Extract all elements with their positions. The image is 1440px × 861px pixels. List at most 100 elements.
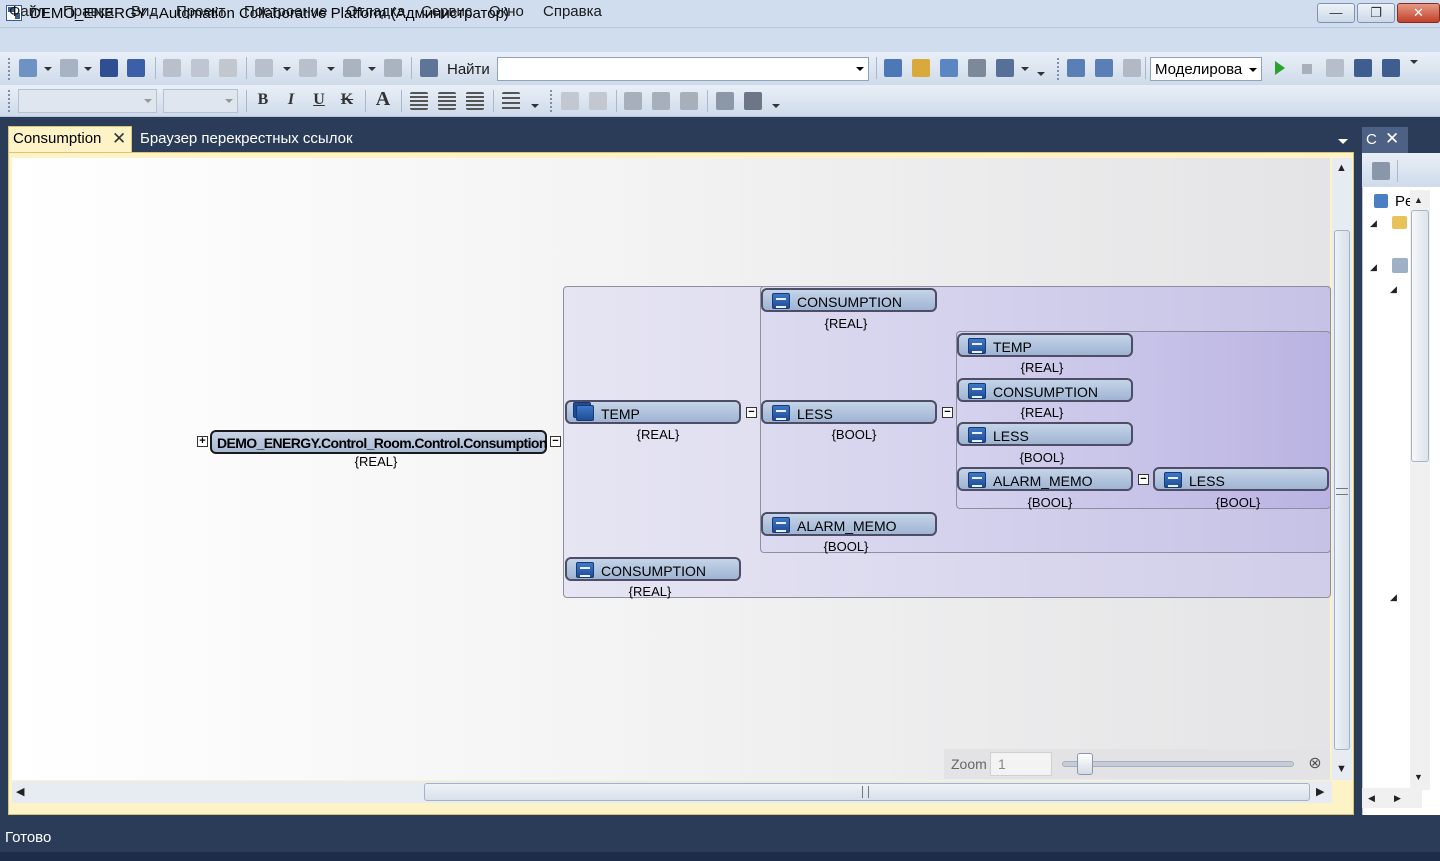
bullet-list-icon[interactable] xyxy=(502,92,520,110)
chevron-down-icon[interactable] xyxy=(856,67,864,71)
minimize-button[interactable]: — xyxy=(1317,3,1355,23)
menu-view[interactable]: Вид xyxy=(131,3,159,20)
windows-icon[interactable] xyxy=(996,59,1014,77)
toolbar-grip[interactable] xyxy=(8,90,11,112)
collapse-alarm-memo-toggle[interactable]: − xyxy=(1138,474,1149,485)
scroll-left-icon[interactable]: ◀ xyxy=(16,786,25,798)
font-name-select[interactable] xyxy=(18,89,157,113)
underline-button[interactable]: U xyxy=(313,91,325,108)
font-color-button[interactable]: A xyxy=(375,88,391,110)
connector-icon[interactable] xyxy=(744,92,762,110)
node-consumption[interactable]: CONSUMPTION xyxy=(957,378,1133,402)
menu-edit[interactable]: Правка xyxy=(63,3,114,20)
step-icon[interactable] xyxy=(1326,59,1344,77)
toolbar-grip[interactable] xyxy=(550,90,553,112)
stop-icon[interactable] xyxy=(1302,64,1312,74)
vertical-scrollbar-thumb[interactable] xyxy=(1334,230,1350,750)
side-panel-tab[interactable] xyxy=(1362,127,1408,153)
scroll-right-icon[interactable]: ▶ xyxy=(1394,793,1401,803)
menu-debug[interactable]: Отладка xyxy=(346,3,406,20)
strikethrough-button[interactable]: K xyxy=(340,91,354,108)
tree-expand-icon[interactable]: ◢ xyxy=(1370,218,1377,228)
maximize-button[interactable]: ❐ xyxy=(1357,3,1395,23)
bold-button[interactable]: B xyxy=(257,91,269,108)
node-less[interactable]: LESS xyxy=(761,400,937,424)
object-browser-icon[interactable] xyxy=(884,59,902,77)
scroll-up-icon[interactable]: ▲ xyxy=(1336,162,1347,174)
collapse-root-toggle[interactable]: − xyxy=(550,436,561,447)
schedule-icon[interactable] xyxy=(1095,59,1113,77)
chevron-down-icon[interactable] xyxy=(1249,68,1257,72)
zoom-input[interactable]: 1 xyxy=(990,752,1052,776)
zoom-slider-thumb[interactable] xyxy=(1077,753,1093,775)
toolbar-grip[interactable] xyxy=(8,58,11,80)
close-window-button[interactable]: ✕ xyxy=(1397,3,1440,23)
toolbar-grip[interactable] xyxy=(1057,58,1060,80)
horizontal-scrollbar-thumb[interactable] xyxy=(424,783,1310,801)
menu-window[interactable]: Окно xyxy=(489,3,524,20)
zoom-slider[interactable] xyxy=(1062,761,1294,767)
toolbar-overflow-icon[interactable] xyxy=(531,104,539,108)
layout-left-icon[interactable] xyxy=(652,92,670,110)
zoom-fit-icon[interactable]: ⊗ xyxy=(1308,755,1322,772)
tab-consumption[interactable] xyxy=(8,126,132,152)
scroll-left-icon[interactable]: ◀ xyxy=(1368,793,1375,803)
navigate-back-icon[interactable] xyxy=(343,59,361,77)
properties-icon[interactable] xyxy=(912,59,930,77)
align-right-icon[interactable] xyxy=(466,92,484,110)
align-left-icon[interactable] xyxy=(410,92,428,110)
node-temp[interactable]: TEMP xyxy=(565,400,741,424)
undo-icon[interactable] xyxy=(255,59,273,77)
collapse-less-toggle[interactable]: − xyxy=(942,407,953,418)
tree-expand-icon[interactable]: ◢ xyxy=(1390,284,1397,294)
chevron-down-icon[interactable] xyxy=(144,99,152,103)
root-node[interactable]: DEMO_ENERGY.Control_Room.Control.Consump… xyxy=(210,430,547,454)
toolbar-overflow-icon[interactable] xyxy=(772,104,780,108)
find-input[interactable] xyxy=(497,57,869,81)
side-panel-horizontal-scrollbar[interactable] xyxy=(1362,788,1422,808)
paste-icon[interactable] xyxy=(219,59,237,77)
tab-cross-reference-browser[interactable]: Браузер перекрестных ссылок xyxy=(140,130,353,147)
copy-icon[interactable] xyxy=(191,59,209,77)
properties-icon[interactable] xyxy=(1372,162,1390,180)
node-temp[interactable]: TEMP xyxy=(957,333,1133,357)
layout-right-icon[interactable] xyxy=(680,92,698,110)
calendar-icon[interactable] xyxy=(1067,59,1085,77)
tools-icon[interactable] xyxy=(968,59,986,77)
chevron-down-icon[interactable] xyxy=(368,67,376,71)
layout-tree-icon[interactable] xyxy=(624,92,642,110)
chevron-down-icon[interactable] xyxy=(283,67,291,71)
side-panel-item-label[interactable]: Pe xyxy=(1395,193,1414,210)
collapse-temp-toggle[interactable]: − xyxy=(746,407,757,418)
navigate-forward-icon[interactable] xyxy=(384,59,402,77)
save-all-icon[interactable] xyxy=(127,59,145,77)
node-consumption[interactable]: CONSUMPTION xyxy=(565,557,741,581)
chevron-down-icon[interactable] xyxy=(44,67,52,71)
chevron-down-icon[interactable] xyxy=(1021,67,1029,71)
menu-build[interactable]: Построение xyxy=(244,3,328,20)
expand-root-toggle[interactable]: + xyxy=(197,436,208,447)
menu-help[interactable]: Справка xyxy=(543,3,602,20)
node-alarm-memo[interactable]: ALARM_MEMO xyxy=(761,512,937,536)
select-all-icon[interactable] xyxy=(716,92,734,110)
run-icon[interactable] xyxy=(1275,61,1285,75)
tree-expand-icon[interactable]: ◢ xyxy=(1370,262,1377,272)
toolbar-overflow-icon[interactable] xyxy=(1410,60,1418,64)
zoom-tool-icon[interactable] xyxy=(589,92,607,110)
class-view-icon[interactable] xyxy=(940,59,958,77)
node-consumption[interactable]: CONSUMPTION xyxy=(761,288,937,312)
menu-service[interactable]: Сервис xyxy=(421,3,473,20)
scroll-down-icon[interactable]: ▼ xyxy=(1414,772,1423,782)
new-item-icon[interactable] xyxy=(19,59,37,77)
scroll-down-icon[interactable]: ▼ xyxy=(1336,763,1347,775)
add-item-icon[interactable] xyxy=(60,59,78,77)
scroll-right-icon[interactable]: ▶ xyxy=(1316,786,1325,798)
chevron-down-icon[interactable] xyxy=(327,67,335,71)
node-less[interactable]: LESS xyxy=(957,422,1133,446)
disconnect-icon[interactable] xyxy=(1123,59,1141,77)
side-panel-close-icon[interactable]: ✕ xyxy=(1385,129,1400,148)
side-panel-scrollbar-thumb[interactable] xyxy=(1411,210,1429,462)
scroll-up-icon[interactable]: ▲ xyxy=(1414,195,1423,205)
menu-project[interactable]: Проект xyxy=(176,3,226,20)
mode-select[interactable]: Моделирова xyxy=(1150,57,1262,81)
